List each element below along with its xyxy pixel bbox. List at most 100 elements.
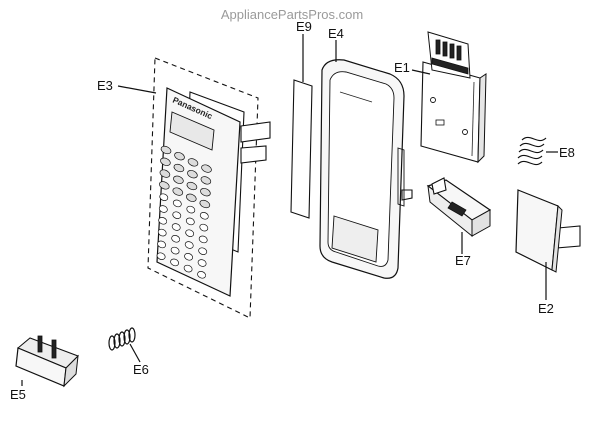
e3-keypad-key (184, 241, 194, 249)
e4-lower-window (331, 215, 379, 263)
e3-keypad-key (158, 217, 168, 225)
label-e6: E6 (133, 362, 149, 377)
part-e2-door-plate (515, 189, 581, 273)
e3-keypad-key (157, 240, 167, 249)
e3-keypad-key (198, 247, 208, 255)
e3-keypad-key (159, 181, 170, 190)
part-e7-latch-lever (426, 177, 492, 238)
e3-keypad-key (170, 258, 180, 267)
e3-keypad-key (158, 205, 168, 213)
e6-coil (118, 331, 126, 347)
e3-keypad-key (172, 199, 182, 208)
part-e5-door-button (15, 335, 79, 388)
e3-keypad-key (184, 253, 194, 261)
e3-keypad-key (186, 205, 196, 214)
e3-connector-tab-lower (240, 145, 267, 164)
e3-keypad-membrane (156, 87, 241, 297)
label-e3: E3 (97, 78, 113, 93)
label-e2: E2 (538, 301, 554, 316)
e1-hole (430, 97, 436, 103)
e3-keypad-key (200, 188, 211, 197)
e8-wave (519, 142, 545, 148)
label-e9: E9 (296, 19, 312, 34)
e2-plate (515, 189, 559, 271)
part-e6-coil-spring (108, 327, 136, 351)
e3-connector-tab-upper (240, 121, 271, 143)
part-e9-film-strip (290, 79, 313, 219)
e6-coil (123, 329, 131, 345)
e5-prong (51, 339, 57, 359)
e1-pin (449, 43, 455, 59)
label-e7: E7 (455, 253, 471, 268)
e7-hook (431, 177, 447, 195)
e3-keys-group (156, 145, 212, 279)
e3-keypad-key (174, 152, 185, 161)
e1-leader-line (411, 69, 431, 75)
e3-keypad-key (185, 217, 195, 226)
e3-keypad-key (172, 211, 182, 219)
e3-keypad-key (159, 169, 171, 178)
e3-keypad-key (171, 223, 181, 231)
watermark-text: AppliancePartsPros.com (221, 7, 363, 22)
e1-connector-base (431, 57, 469, 75)
part-e4-panel-housing (319, 59, 413, 279)
e3-keypad-key (172, 187, 184, 196)
e5-button-side (63, 354, 79, 388)
e1-slot (435, 119, 445, 126)
e3-display-window (169, 111, 215, 151)
e3-keypad-key (160, 145, 172, 155)
e3-keypad-key (186, 193, 197, 202)
e3-keypad-key (187, 158, 199, 167)
e3-keypad-key (201, 164, 212, 173)
e3-keypad-key (199, 199, 211, 209)
e3-keypad-key (159, 193, 169, 201)
e2-edge (551, 204, 563, 273)
e3-keypad-key (199, 223, 209, 232)
e1-pin (456, 45, 462, 61)
e6-leader-line (129, 343, 141, 363)
e3-keypad-key (171, 235, 181, 243)
e4-side-clip (401, 189, 413, 201)
e3-keypad-key (173, 175, 184, 184)
e3-keypad-key (156, 252, 166, 260)
e6-coil (113, 333, 121, 349)
e8-wave (517, 160, 543, 166)
e1-hole (462, 129, 468, 135)
e1-bracket-plate (420, 61, 481, 163)
e1-pin (442, 41, 448, 57)
e1-pin (435, 39, 441, 55)
e3-keypad-key (157, 228, 167, 237)
e4-highlight-line (339, 91, 373, 103)
e6-coil (108, 335, 116, 351)
e4-side-edge (397, 147, 405, 207)
e3-keypad-key (199, 212, 209, 220)
e3-keypad-key (185, 229, 195, 237)
e8-wave (517, 154, 543, 160)
e3-keypad-key (197, 259, 207, 267)
e8-wave (521, 136, 547, 142)
label-e8: E8 (559, 145, 575, 160)
part-e1-switch-bracket (420, 31, 487, 164)
e3-keypad-key (160, 157, 171, 166)
e3-keypad-key (173, 163, 185, 173)
label-e1: E1 (394, 60, 410, 75)
e1-side-wall (477, 73, 487, 164)
e4-inner-face (327, 71, 395, 267)
e6-coil (128, 327, 136, 343)
part-e8-spring (517, 136, 547, 166)
e8-wave (518, 148, 544, 154)
e3-keypad-key (198, 235, 208, 244)
e1-fold-line (471, 81, 475, 157)
e3-keypad-key (200, 176, 212, 185)
e5-prong (37, 335, 43, 353)
e3-keypad-key (183, 264, 193, 273)
label-e5: E5 (10, 387, 26, 402)
e3-keypad-key (186, 181, 198, 191)
e3-keypad-key (197, 271, 207, 279)
part-e3-control-panel: Panasonic (147, 57, 271, 319)
e3-keypad-key (170, 246, 180, 255)
label-e4: E4 (328, 26, 344, 41)
e3-leader-line (117, 85, 157, 94)
